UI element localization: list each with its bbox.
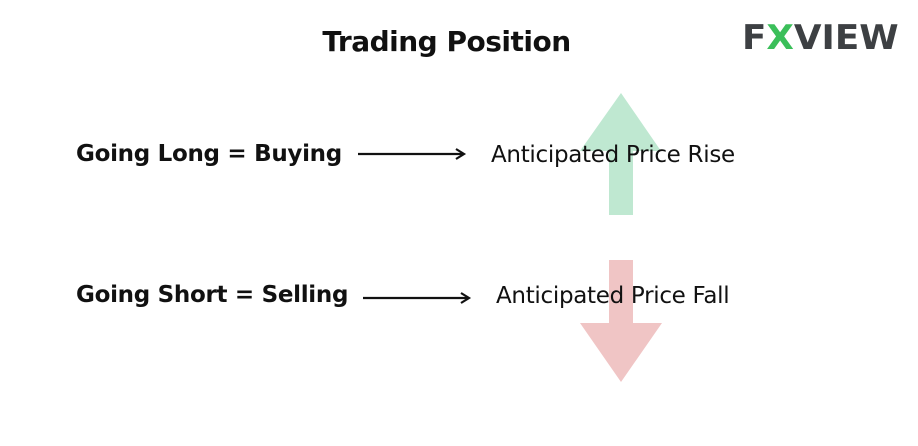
logo-letter-x: X <box>766 18 794 58</box>
going-long-label: Going Long = Buying <box>76 141 342 167</box>
fxview-logo: FXVIEW <box>742 18 899 58</box>
logo-letters-f: F <box>742 18 767 58</box>
price-fall-text: Anticipated Price Fall <box>496 283 730 309</box>
page-title: Trading Position <box>322 25 571 58</box>
logo-letters-view: VIEW <box>793 18 899 58</box>
right-arrow-icon <box>363 292 472 304</box>
right-arrow-icon <box>358 148 467 160</box>
price-rise-arrow-icon <box>580 93 661 215</box>
price-rise-text: Anticipated Price Rise <box>491 142 735 168</box>
going-short-label: Going Short = Selling <box>76 282 349 308</box>
price-fall-arrow-icon <box>580 260 662 382</box>
